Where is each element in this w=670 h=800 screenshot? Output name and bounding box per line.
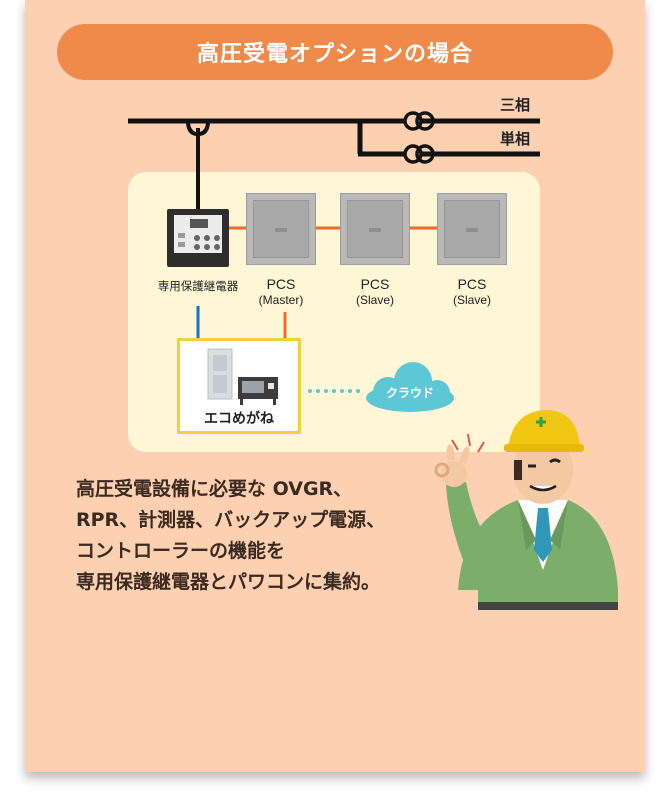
cloud-icon: [366, 362, 454, 412]
description-text: 高圧受電設備に必要な OVGR、 RPR、計測器、バックアップ電源、 コントロー…: [76, 474, 456, 598]
pcs-unit-icon: [340, 193, 410, 265]
pcs-role-label: (Master): [258, 293, 304, 307]
eco-megane-label: エコめがね: [204, 411, 274, 427]
relay-label: 専用保護継電器: [157, 279, 239, 293]
pcs-role-label: (Slave): [355, 293, 394, 307]
three-phase-label: 三相: [500, 96, 531, 114]
description-line: 専用保護継電器とパワコンに集約。: [76, 571, 381, 593]
dotted-link-eco-cloud: [308, 389, 360, 393]
protective-relay-icon: [167, 209, 229, 267]
description-line: コントローラーの機能を: [76, 540, 286, 562]
description-line: 高圧受電設備に必要な OVGR、: [76, 478, 353, 500]
cloud-label: クラウド: [385, 386, 434, 400]
pcs-name-label: PCS: [457, 276, 487, 292]
eco-megane-icon: [207, 348, 278, 405]
pcs-role-label: (Slave): [452, 293, 491, 307]
pcs-name-label: PCS: [266, 276, 296, 292]
pcs-unit-icon: [246, 193, 316, 265]
transformer-three-phase-icon: [403, 111, 435, 131]
pcs-name-label: PCS: [360, 276, 390, 292]
eco-megane-box: エコめがね: [177, 338, 301, 434]
single-phase-label: 単相: [500, 130, 531, 148]
worker-illustration: [434, 410, 618, 610]
transformer-single-phase-icon: [403, 144, 435, 164]
pcs-unit-icon: [437, 193, 507, 265]
description-line: RPR、計測器、バックアップ電源、: [76, 509, 386, 531]
page-title: 高圧受電オプションの場合: [57, 24, 613, 80]
